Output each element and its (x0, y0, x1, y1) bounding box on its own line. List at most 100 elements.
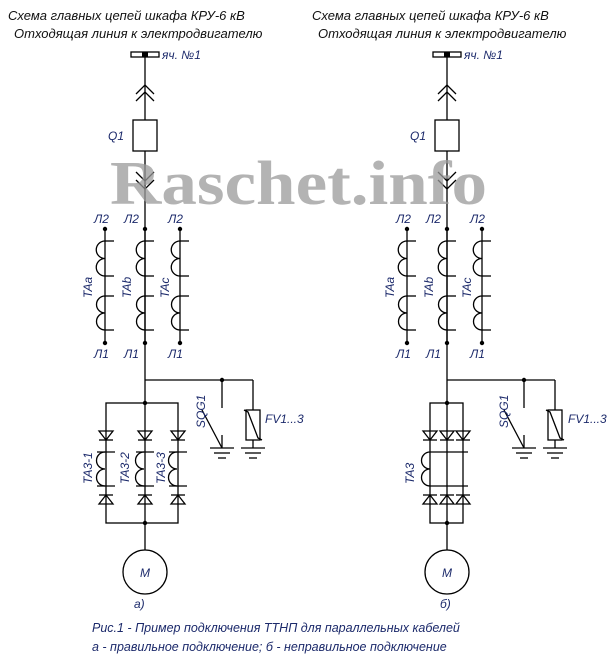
left-l1-c: Л1 (167, 347, 183, 361)
left-cable-end-up-icon (97, 493, 115, 505)
left-terminal-dot (142, 226, 148, 232)
right-title-line2: Отходящая линия к электродвигателю (318, 26, 567, 41)
left-zsct-coil-icon (167, 451, 178, 487)
left-cable-end-down-icon (97, 430, 115, 442)
right-terminal-dot (404, 340, 410, 346)
right-cable-end-up-icon (438, 493, 456, 505)
left-cable-end-up-icon (136, 493, 154, 505)
right-terminal-dot (444, 340, 450, 346)
right-title-line1: Схема главных цепей шкафа КРУ-6 кВ (312, 8, 549, 23)
right-junction-dot (444, 400, 450, 406)
right-l2-c: Л2 (469, 212, 485, 226)
right-terminal-dot (444, 226, 450, 232)
left-zsct2-label: TA3-2 (118, 452, 132, 484)
right-earth-switch-sqg1-icon (503, 409, 525, 449)
right-ct-coil-icon (437, 240, 448, 277)
left-l1-a: Л1 (93, 347, 109, 361)
right-ct-coil-icon (397, 295, 408, 331)
left-motor-label: M (140, 566, 150, 580)
left-zsct3-label: TA3-3 (154, 452, 168, 484)
right-sqg1-label: SQG1 (497, 395, 511, 428)
right-l2-b: Л2 (425, 212, 441, 226)
right-ct-a-label: TAa (383, 277, 397, 298)
left-ct-coil-icon (135, 240, 146, 277)
left-title-line2: Отходящая линия к электродвигателю (14, 26, 263, 41)
right-cell-bus-contact (444, 52, 450, 57)
left-cell-bus-contact (142, 52, 148, 57)
right-cable-end-down-icon (421, 430, 439, 442)
left-fv-label: FV1...3 (265, 412, 304, 426)
left-ct-b-label: TAb (120, 277, 134, 298)
left-ct-coil-icon (170, 295, 181, 331)
right-terminal-dot (479, 340, 485, 346)
left-cable-end-down-icon (169, 430, 187, 442)
right-breaker-q1-icon (434, 119, 460, 152)
right-terminal-dot (404, 226, 410, 232)
right-cable-end-down-icon (438, 430, 456, 442)
right-plug-connector-icon (437, 171, 457, 182)
left-terminal-dot (142, 340, 148, 346)
right-motor-label: M (442, 566, 452, 580)
right-cable-end-up-icon (421, 493, 439, 505)
right-plug-connector-icon (437, 91, 457, 102)
left-plug-connector-icon (135, 91, 155, 102)
left-l2-c: Л2 (167, 212, 183, 226)
right-ct-coil-icon (472, 295, 483, 331)
left-terminal-dot (177, 226, 183, 232)
right-ct-coil-icon (472, 240, 483, 277)
left-sqg1-label: SQG1 (194, 395, 208, 428)
left-junction-dot (142, 400, 148, 406)
right-ct-b-label: TAb (422, 277, 436, 298)
right-zsct-coil-icon (420, 451, 431, 487)
left-variant-label: а) (134, 597, 145, 611)
left-cell-label: яч. №1 (161, 48, 201, 62)
left-plug-connector-icon (135, 84, 155, 95)
right-cable-end-up-icon (454, 493, 472, 505)
left-ct-c-label: TAc (158, 278, 172, 298)
right-cable-end-down-icon (454, 430, 472, 442)
left-breaker-q1-icon (132, 119, 158, 152)
left-terminal-dot (102, 226, 108, 232)
left-zsct1-label: TA3-1 (81, 452, 95, 484)
right-l1-c: Л1 (469, 347, 485, 361)
right-plug-connector-icon (437, 84, 457, 95)
left-plug-connector-icon (135, 179, 155, 190)
left-parallel-cable-frame (105, 402, 179, 524)
left-plug-connector-icon (135, 171, 155, 182)
left-terminal-dot (102, 340, 108, 346)
right-breaker-label: Q1 (410, 129, 426, 143)
left-ct-a-label: TAa (81, 277, 95, 298)
left-cable-end-up-icon (169, 493, 187, 505)
left-title-line1: Схема главных цепей шкафа КРУ-6 кВ (8, 8, 245, 23)
right-variant-label: б) (440, 597, 451, 611)
right-l1-a: Л1 (395, 347, 411, 361)
left-l2-b: Л2 (123, 212, 139, 226)
right-ct-c-label: TAc (460, 278, 474, 298)
right-ct-coil-icon (437, 295, 448, 331)
left-zsct-coil-icon (134, 451, 145, 487)
right-varistor-curve (545, 409, 565, 441)
caption-line2: а - правильное подключение; б - неправил… (92, 640, 447, 654)
right-l2-a: Л2 (395, 212, 411, 226)
left-terminal-dot (177, 340, 183, 346)
right-zsct-label: TA3 (403, 463, 417, 484)
right-l1-b: Л1 (425, 347, 441, 361)
right-ct-coil-icon (397, 240, 408, 277)
left-cable-end-down-icon (136, 430, 154, 442)
left-breaker-label: Q1 (108, 129, 124, 143)
left-zsct-coil-icon (95, 451, 106, 487)
left-ct-coil-icon (170, 240, 181, 277)
left-ct-coil-icon (95, 295, 106, 331)
left-l2-a: Л2 (93, 212, 109, 226)
left-ct-coil-icon (95, 240, 106, 277)
left-ct-coil-icon (135, 295, 146, 331)
caption-line1: Рис.1 - Пример подключения ТТНП для пара… (92, 621, 460, 635)
left-earth-switch-sqg1-icon (201, 409, 223, 449)
left-motor-icon (122, 549, 168, 595)
watermark: Raschet.info (110, 150, 487, 218)
left-l1-b: Л1 (123, 347, 139, 361)
right-fv-label: FV1...3 (568, 412, 607, 426)
right-cell-label: яч. №1 (463, 48, 503, 62)
